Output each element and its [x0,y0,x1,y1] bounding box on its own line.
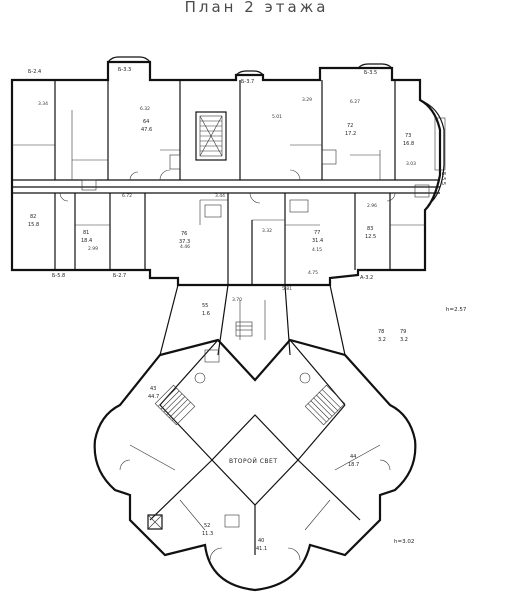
level-mark-upper: h=2.57 [446,307,467,313]
room-area: 18.7 [348,462,359,468]
dimension-label: 5.81 [282,286,292,292]
connector-corridor [159,284,346,356]
axis-label-1: Б-2.4 [28,69,41,75]
room-area: 18.4 [81,238,92,244]
level-mark-lower: h=3.02 [394,539,414,545]
room-number: 52 [204,523,210,529]
dimension-label: 6.27 [350,99,360,105]
dimension-label: 3.70 [232,297,242,303]
dimension-label: 3.32 [262,228,272,234]
room-area: 3.2 [378,337,386,343]
plan-title: План 2 этажа [184,0,329,16]
axis-label-7: Б-2.7 [113,273,126,279]
dimension-label: 4.15 [312,247,322,253]
room-number: 73 [405,133,411,139]
axis-label-6: Б-5.8 [52,273,65,279]
dimension-label: 3.29 [302,97,312,103]
dimension-label: 6.72 [122,193,132,199]
room-number: 40 [258,538,264,544]
dimension-label: 2.99 [88,246,98,252]
room-number: 79 [400,329,406,335]
room-area: 44.7 [148,394,159,400]
room-number: 82 [30,214,36,220]
room-area: 47.6 [141,127,152,133]
room-number: 76 [181,231,187,237]
room-area: 3.2 [400,337,408,343]
axis-label-2: Б-3.3 [118,67,131,73]
room-number: 72 [347,123,353,129]
room-area: 1.6 [202,311,210,317]
room-area: 11.3 [202,531,213,537]
room-number: 81 [83,230,89,236]
room-area: 37.3 [179,239,190,245]
axis-label-5: Б-5.5 [440,172,446,185]
room-number: 78 [378,329,384,335]
room-area: 15.8 [28,222,39,228]
lower-block [93,338,417,592]
room-number: 43 [150,386,156,392]
dimension-label: 5.01 [272,114,282,120]
room-number: 44 [350,454,356,460]
dimension-label: 3.44 [215,193,225,199]
axis-label-4: Б-3.5 [364,70,377,76]
dimension-label: 3.03 [406,161,416,167]
room-area: 31.4 [312,238,323,244]
room-area: 17.2 [345,131,356,137]
dimension-label: 3.34 [38,101,48,107]
dimension-label: 6.32 [140,106,150,112]
room-number: 55 [202,303,208,309]
room-area: 12.5 [365,234,376,240]
axis-label-3: Б-3.7 [241,79,254,85]
dimension-label: 4.46 [180,244,190,250]
upper-block [10,56,446,287]
dimension-label: 4.75 [308,270,318,276]
second-light-label: ВТОРОЙ СВЕТ [229,458,278,465]
room-number: 83 [367,226,373,232]
room-number: 64 [143,119,149,125]
dimension-label: 2.96 [367,203,377,209]
room-area: 16.8 [403,141,414,147]
room-area: 41.1 [256,546,267,552]
room-number: 77 [314,230,320,236]
axis-label-8: А-3.2 [360,275,373,281]
